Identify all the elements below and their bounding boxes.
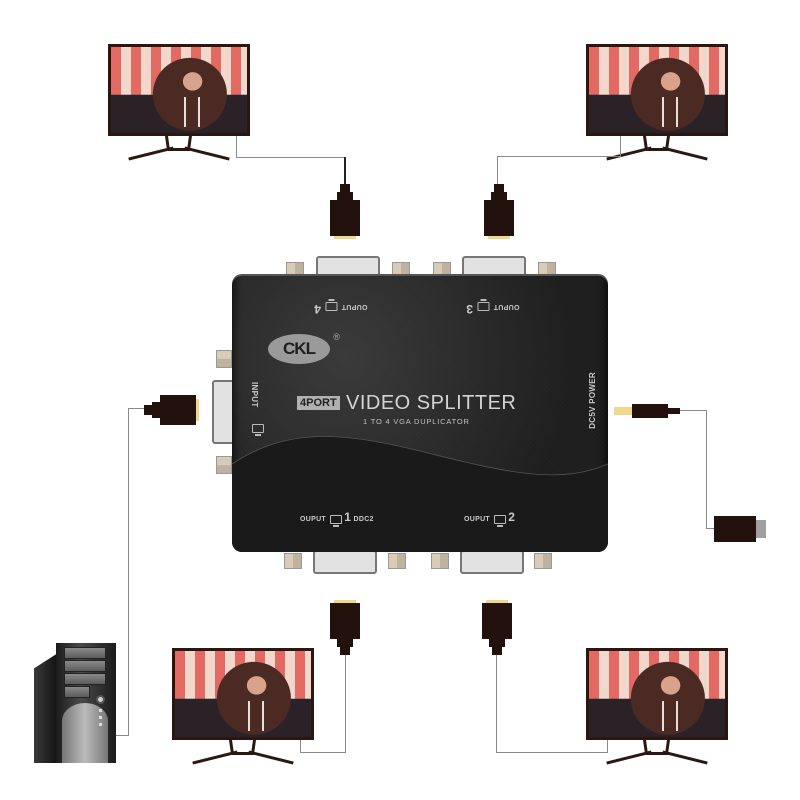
monitor-bezel <box>586 648 728 740</box>
video-splitter-device <box>232 274 608 552</box>
cable-output-1 <box>345 652 346 752</box>
led-indicator <box>99 716 102 719</box>
cable-output-3 <box>497 156 498 189</box>
monitor-bezel <box>172 648 314 740</box>
registered-mark: ® <box>333 332 340 342</box>
cable-output-4 <box>236 136 237 158</box>
output-label-text: OUPUT <box>341 303 368 310</box>
dc-plug-neck <box>668 408 680 414</box>
cable-power <box>706 528 715 529</box>
monitor-top-right <box>586 44 728 162</box>
monitor-top-left <box>108 44 250 162</box>
drive-bay <box>64 673 106 685</box>
input-monitor-icon <box>252 424 264 436</box>
output-number: 1 <box>344 510 352 524</box>
monitor-bottom-left <box>172 648 314 766</box>
cable-output-1 <box>300 740 301 753</box>
power-label-text: DC5V POWER <box>588 372 597 429</box>
output-number: 4 <box>314 302 321 316</box>
input-label-text: INPUT <box>250 382 259 408</box>
product-title: VIDEO SPLITTER <box>346 392 517 414</box>
monitor-screen-image <box>175 651 311 737</box>
vga-plug-input[interactable] <box>142 395 202 425</box>
monitor-screen-image <box>589 651 725 737</box>
pc-front-panel <box>56 643 116 763</box>
cable-output-2 <box>496 752 608 753</box>
cable-output-4 <box>236 157 344 158</box>
pc-tower <box>34 643 116 763</box>
output-1-label: OUPUT 1 DDC2 <box>300 510 374 527</box>
vga-plug-output-4[interactable] <box>330 184 360 244</box>
monitor-icon <box>325 302 338 312</box>
output-number: 2 <box>508 510 516 524</box>
monitor-icon <box>494 514 507 527</box>
cable-output-3 <box>497 156 621 157</box>
vga-socket-output-1[interactable] <box>313 550 377 574</box>
ckl-logo: CKL ® <box>268 332 340 364</box>
cable-power <box>706 410 707 529</box>
output-2-label: OUPUT 2 <box>464 510 516 527</box>
dc-plug-tip <box>614 407 632 415</box>
product-subtitle: 1 TO 4 VGA DUPLICATOR <box>363 417 470 426</box>
pc-front-bezel <box>62 703 108 763</box>
cable-output-1 <box>300 752 346 753</box>
monitor-icon <box>330 514 343 527</box>
cable-output-3 <box>620 136 621 156</box>
port-screw <box>431 553 449 569</box>
output-label-text: OUPUT <box>493 303 520 310</box>
usb-connector-tip <box>756 520 766 538</box>
cable-input <box>116 735 129 736</box>
ddc-label: DDC2 <box>353 516 374 523</box>
output-3-label: OUPUT 3 <box>466 302 519 316</box>
drive-bay <box>64 660 106 672</box>
port-screw <box>216 350 232 368</box>
port-screw <box>388 553 406 569</box>
port-count-badge: 4PORT <box>297 396 340 410</box>
output-label-text: OUPUT <box>464 516 490 523</box>
monitor-bottom-right <box>586 648 728 766</box>
cable-output-4 <box>344 157 346 189</box>
led-indicator <box>99 723 102 726</box>
vga-plug-output-3[interactable] <box>484 184 514 244</box>
port-screw <box>284 553 302 569</box>
monitor-bezel <box>108 44 250 136</box>
pc-side-panel <box>34 653 58 763</box>
power-button-icon <box>96 695 105 704</box>
brand-name: CKL <box>283 339 316 358</box>
port-screw <box>534 553 552 569</box>
output-label-text: OUPUT <box>300 516 326 523</box>
port-screw <box>216 456 232 474</box>
output-4-label: OUPUT 4 <box>314 302 367 316</box>
dc-power-plug[interactable] <box>632 404 668 418</box>
front-panel-wave <box>232 424 608 552</box>
led-indicator <box>99 709 102 712</box>
vga-plug-output-2[interactable] <box>482 600 512 660</box>
usb-power-plug[interactable] <box>714 516 756 542</box>
cable-output-2 <box>496 652 497 752</box>
monitor-bezel <box>586 44 728 136</box>
monitor-screen-image <box>589 47 725 133</box>
vga-plug-output-1[interactable] <box>330 600 360 660</box>
output-number: 3 <box>466 302 473 316</box>
monitor-screen-image <box>111 47 247 133</box>
drive-bay <box>64 647 106 659</box>
cable-output-2 <box>607 740 608 753</box>
vga-socket-output-2[interactable] <box>460 550 524 574</box>
monitor-icon <box>477 302 490 312</box>
input-label: INPUT <box>250 382 259 408</box>
cable-power <box>680 410 706 411</box>
drive-bay <box>64 686 90 698</box>
cable-input <box>128 408 129 735</box>
cable-input <box>128 408 146 409</box>
power-label: DC5V POWER <box>588 372 597 429</box>
